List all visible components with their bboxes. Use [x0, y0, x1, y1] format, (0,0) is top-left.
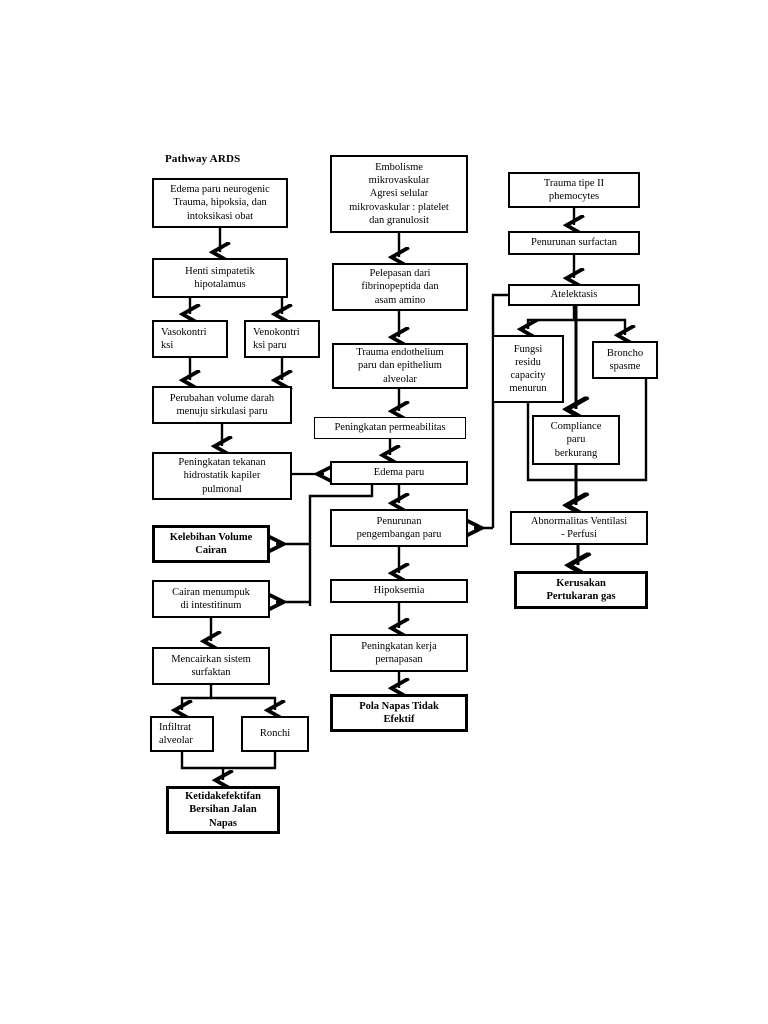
- flow-node-n11: Ronchi: [241, 716, 309, 752]
- flow-node-r3: Atelektasis: [508, 284, 640, 306]
- flow-node-r2: Penurunan surfactan: [508, 231, 640, 255]
- flow-node-label: Abnormalitas Ventilasi- Perfusi: [530, 515, 628, 540]
- page-title: Pathway ARDS: [165, 153, 241, 165]
- flow-node-m5: Edema paru: [330, 461, 468, 485]
- flow-node-m7: Hipoksemia: [330, 579, 468, 603]
- flow-node-m4: Peningkatan permeabilitas: [314, 417, 466, 439]
- flow-node-label: Peningkatan permeabilitas: [334, 422, 446, 434]
- flow-node-label: Edema paru: [373, 467, 425, 479]
- flow-node-r7: Abnormalitas Ventilasi- Perfusi: [510, 511, 648, 545]
- flow-node-label: Atelektasis: [550, 289, 598, 301]
- flow-node-label: Penurunan surfactan: [530, 237, 617, 249]
- flow-node-label: Hipoksemia: [373, 585, 425, 597]
- flow-node-label: Ronchi: [259, 728, 291, 740]
